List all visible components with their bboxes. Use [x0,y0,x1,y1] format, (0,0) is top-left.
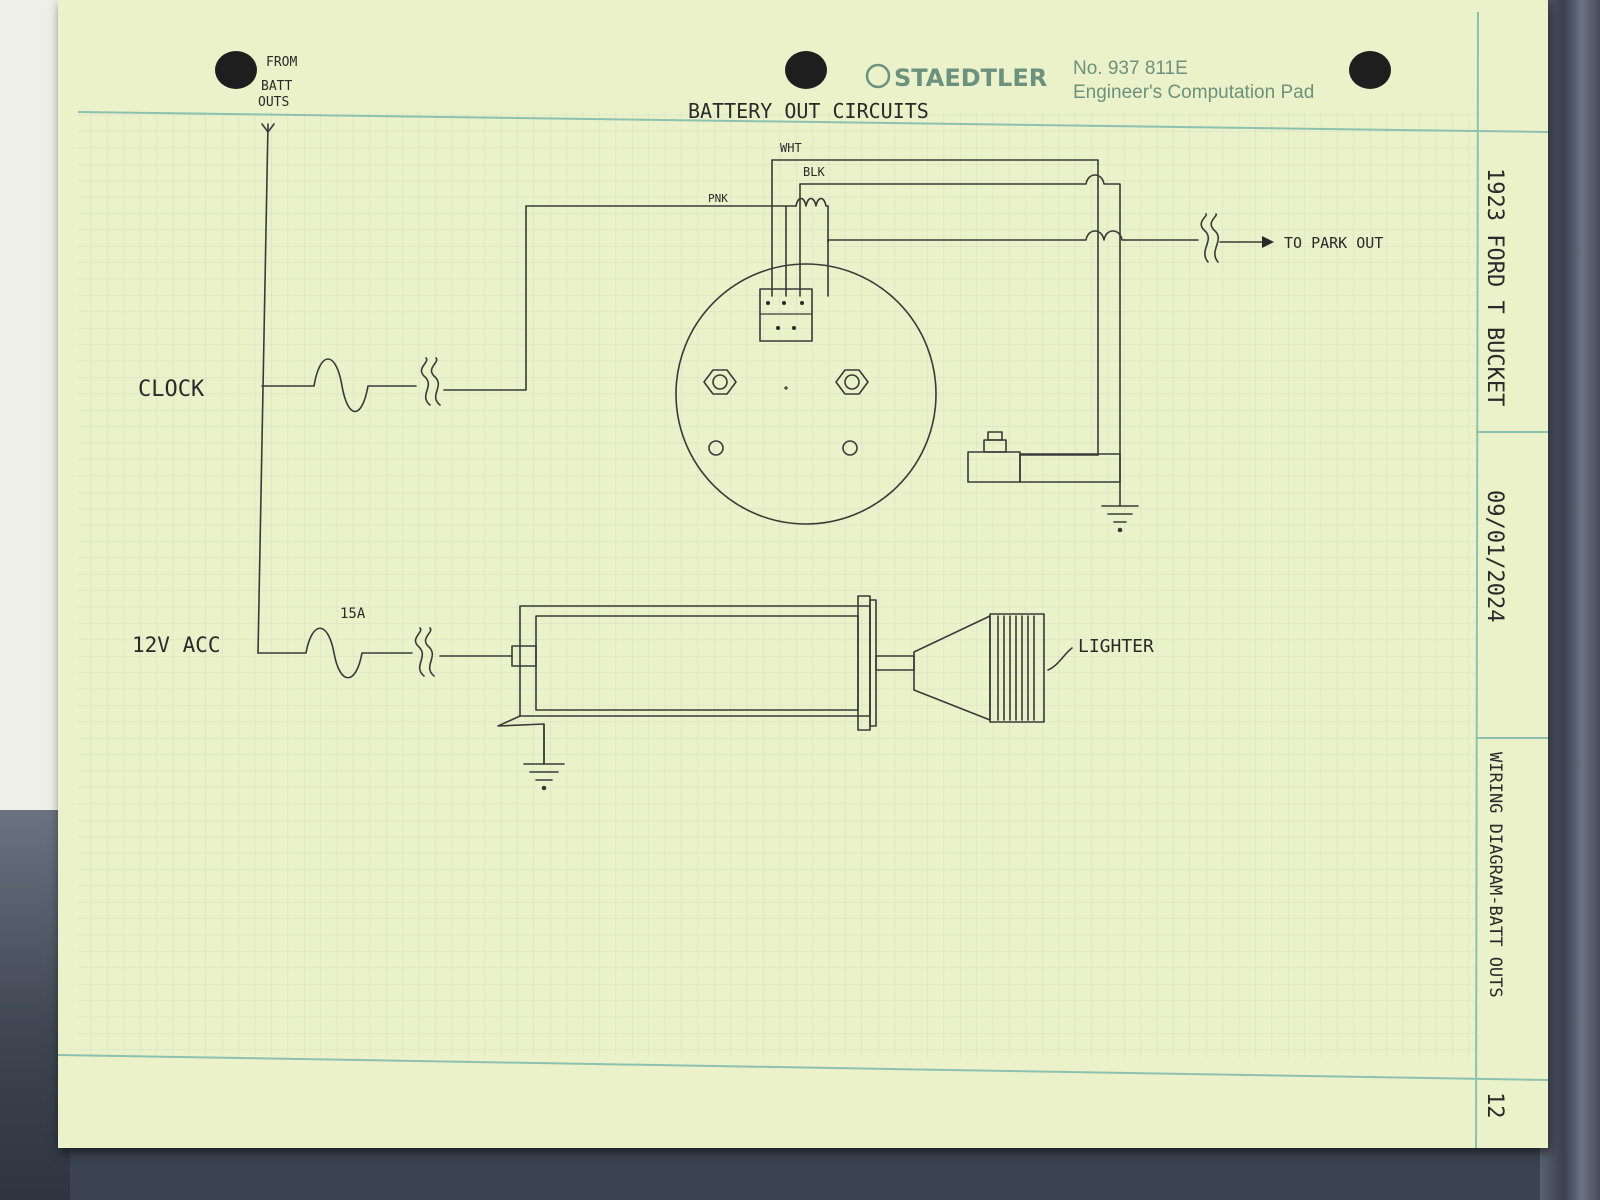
engineering-pad-sheet: STAEDTLER No. 937 811E Engineer's Comput… [58,0,1548,1148]
diagram-title: BATTERY OUT CIRCUITS [688,99,929,123]
clock-circuit-wire [261,205,797,413]
mounting-nut-left [703,369,737,395]
background-cloth-right [1540,0,1600,1200]
pad-model: No. 937 811E [1073,58,1188,79]
mounting-nut-right [835,369,869,395]
wire-wht-label: WHT [780,141,802,155]
lighter-terminal [511,645,537,667]
fuse-rating-label: 15A [340,606,366,622]
clock-set-switch [967,431,1121,483]
connector-pins [766,301,804,330]
clock-harness-wires [771,159,1199,479]
source-label-line-1: FROM [266,55,297,70]
mount-hole-left [708,440,724,456]
park-out-arrow-icon [1262,236,1274,248]
park-out-wire [1200,213,1269,263]
drawing-title: WIRING DIAGRAM-BATT OUTS [1485,752,1505,998]
battery-feed-wire [257,123,275,654]
clock-gauge [675,263,937,525]
punch-holes [215,51,1391,89]
staedtler-logo-icon [865,63,891,89]
clock-connector-block [759,288,813,342]
drawing-date: 09/01/2024 [1482,490,1507,622]
wire-blk-label: BLK [803,165,825,179]
project-name: 1923 FORD T BUCKET [1482,168,1507,406]
punch-hole-middle [785,51,827,89]
ground-symbol-clock [1101,477,1139,533]
source-label: FROM BATT OUTS [258,55,297,110]
park-out-label: TO PARK OUT [1284,234,1383,252]
mount-hole-right [842,440,858,456]
pad-border-lines [58,11,1548,1148]
pad-product: Engineer's Computation Pad [1073,82,1314,103]
lighter-knob [989,613,1045,723]
wiring-diagram-canvas: STAEDTLER No. 937 811E Engineer's Comput… [58,11,1548,1148]
page-number: 12 [1482,1092,1507,1119]
pad-header: STAEDTLER No. 937 811E Engineer's Comput… [865,58,1314,103]
source-label-line-2: BATT [261,79,292,94]
acc-label: 12V ACC [132,633,221,657]
grid-area [78,112,1476,1057]
punch-hole-right [1349,51,1391,89]
pad-brand: STAEDTLER [894,64,1047,92]
clock-label: CLOCK [138,377,205,402]
acc-circuit-wire [257,627,513,679]
ground-symbol-lighter [523,723,565,791]
lighter-leader-line [1047,647,1073,671]
lighter-label: LIGHTER [1078,636,1154,657]
wire-pnk-label: PNK [708,192,728,205]
title-block: 1923 FORD T BUCKET 09/01/2024 WIRING DIA… [1482,168,1507,1119]
punch-hole-left [215,51,257,89]
clock-housing [675,263,937,525]
source-label-line-3: OUTS [258,95,289,110]
